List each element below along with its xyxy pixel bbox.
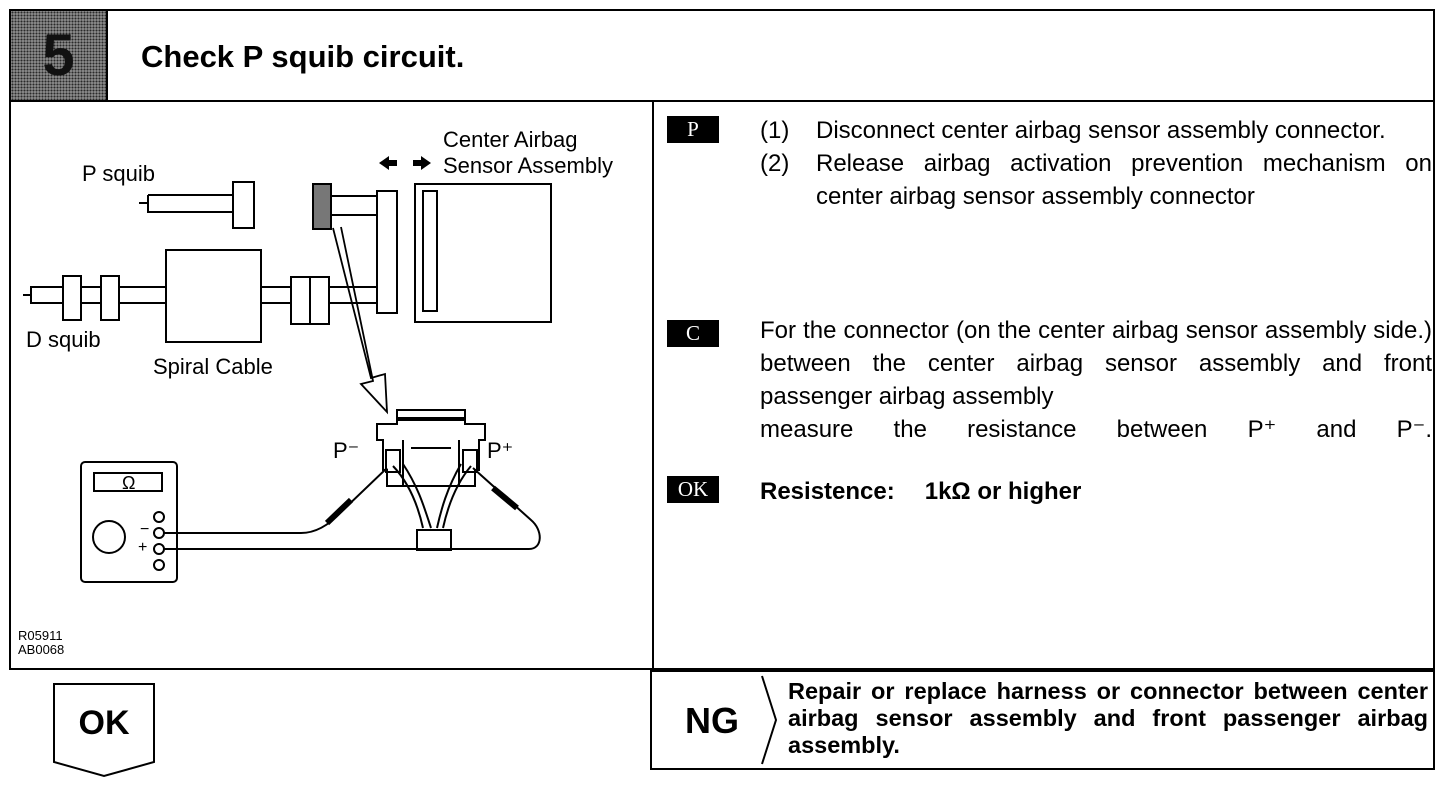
ok-label: OK [78, 704, 130, 742]
check-text-last: measure the resistance between P⁺ and P⁻… [760, 416, 1432, 443]
ng-outcome: NG Repair or replace harness or connecto… [650, 670, 1435, 770]
resistance-label: Resistence: [760, 478, 895, 505]
step-text: Release airbag activation prevention mec… [816, 150, 1432, 210]
check-text: For the connector (on the center airbag … [760, 317, 1432, 410]
step-title: Check P squib circuit. [141, 39, 465, 74]
d-squib-wire [23, 286, 63, 304]
p-squib-plug [232, 181, 255, 229]
test-lead-negative [164, 467, 388, 534]
step-number: 5 [42, 23, 75, 88]
ok-arrow-shape [53, 683, 155, 778]
hatched-connector [312, 183, 332, 230]
ok-tag: OK [667, 476, 719, 503]
check-tag: C [667, 320, 719, 347]
double-arrow-icon [379, 156, 431, 170]
step-num: (2) [760, 150, 790, 177]
step-number-badge: 5 [11, 11, 108, 100]
p-squib-label: P squib [82, 161, 155, 186]
step-num: (1) [760, 117, 790, 144]
ref-code-1: R05911 [18, 628, 63, 643]
ng-chevron-icon [761, 675, 778, 765]
callout-arrow-icon [332, 226, 389, 415]
ref-code-2: AB0068 [18, 642, 64, 657]
column-divider [652, 100, 654, 670]
resistance-value: 1kΩ or higher [924, 478, 1082, 505]
step-header: 5 Check P squib circuit. [9, 9, 1435, 102]
prepare-steps: (1) Disconnect center airbag sensor asse… [760, 114, 1432, 213]
spiral-cable-box [165, 249, 262, 343]
center-airbag-label: Center Airbag [443, 127, 578, 152]
main-panel: Center Airbag Sensor Assembly P squib D … [9, 100, 1435, 670]
spiral-cable-label: Spiral Cable [153, 354, 273, 379]
harness [416, 529, 452, 551]
d-squib-plug-2 [100, 275, 120, 321]
instructions-panel: P (1) Disconnect center airbag sensor as… [656, 100, 1436, 668]
probe-positive [491, 485, 519, 511]
multimeter [80, 461, 178, 583]
prepare-step: (1) Disconnect center airbag sensor asse… [760, 114, 1432, 147]
p-squib-wire [139, 194, 233, 213]
terminal-connector-closeup [376, 409, 486, 487]
meter-ohm-symbol: Ω [122, 473, 135, 493]
meter-minus-label: − [140, 521, 149, 538]
sensor-assembly-label: Sensor Assembly [443, 153, 613, 178]
circuit-diagram: Center Airbag Sensor Assembly P squib D … [18, 127, 613, 657]
sensor-assembly-box [414, 183, 552, 323]
resistance-spec: Resistence: 1kΩ or higher [760, 478, 1081, 506]
ng-label: NG [685, 700, 739, 741]
p-minus-label: P⁻ [333, 438, 359, 463]
meter-dial [92, 520, 126, 554]
ng-action-text: Repair or replace harness or connector b… [788, 678, 1428, 758]
meter-plus-label: + [138, 539, 147, 556]
test-lead-positive [164, 467, 541, 550]
probe-negative [324, 497, 354, 526]
step-text: Disconnect center airbag sensor assembly… [816, 117, 1386, 144]
sensor-connector [376, 190, 398, 314]
p-plus-label: P⁺ [487, 438, 513, 463]
meter-display [93, 472, 163, 492]
prepare-step: (2) Release airbag activation prevention… [760, 147, 1432, 213]
prepare-tag: P [667, 116, 719, 143]
d-squib-label: D squib [26, 327, 101, 352]
d-squib-plug-1 [62, 275, 82, 321]
ok-outcome: OK [52, 682, 156, 778]
check-instruction: For the connector (on the center airbag … [760, 314, 1432, 446]
